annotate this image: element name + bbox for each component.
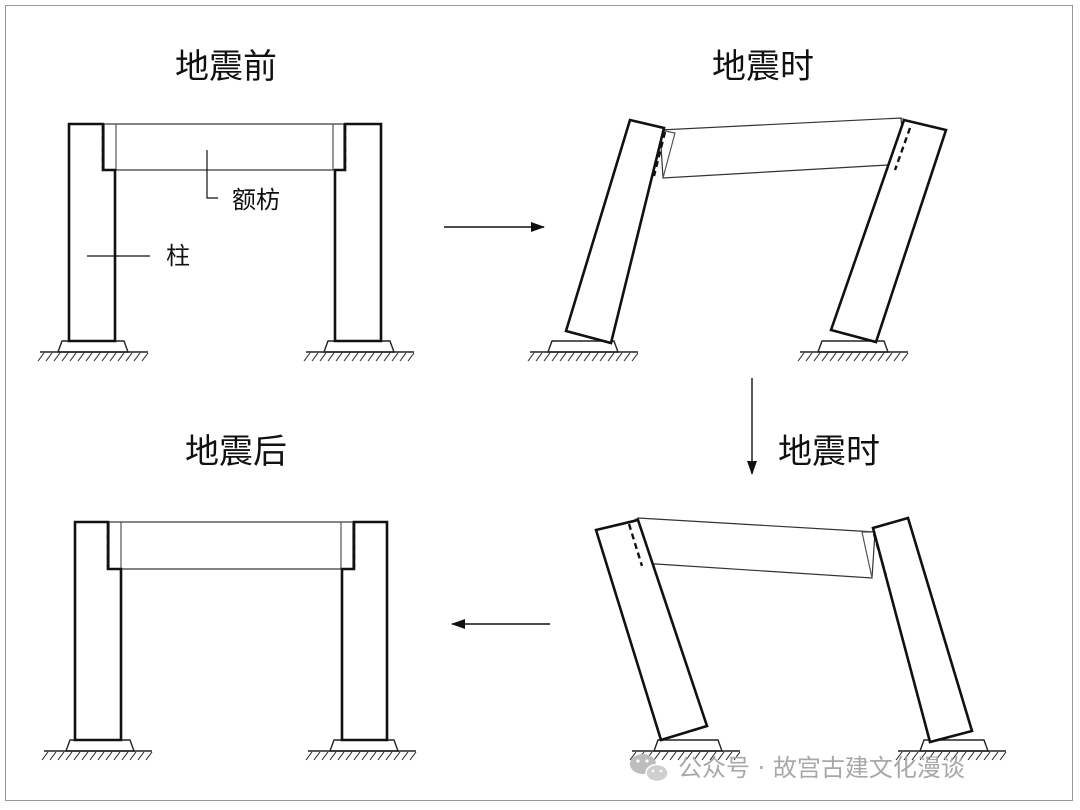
mortise-right-2 — [893, 127, 912, 171]
panel-during-1 — [527, 117, 948, 362]
ground-right-1 — [303, 340, 415, 362]
beam-3 — [637, 517, 876, 579]
beam-leader-line — [206, 150, 218, 199]
ground-left-2 — [527, 340, 639, 362]
column-right-4 — [340, 520, 389, 742]
ground-right-2 — [797, 340, 909, 362]
column-left-1 — [67, 122, 117, 343]
ground-right-4 — [305, 739, 417, 761]
ground-left-1 — [37, 340, 149, 362]
ground-right-3 — [895, 739, 1007, 761]
column-right-1 — [333, 122, 383, 343]
tenon-left-2 — [659, 129, 676, 179]
mortise-right-3 — [872, 533, 888, 577]
panel-after — [41, 520, 417, 761]
column-right-3 — [871, 516, 974, 744]
column-left-4 — [73, 520, 123, 742]
mortise-left-2 — [652, 131, 667, 177]
tenon-right-3 — [861, 531, 875, 579]
beam-4 — [108, 521, 354, 570]
ground-left-3 — [629, 739, 741, 761]
watermark: 公众号 · 故宫古建文化漫谈 — [630, 754, 965, 783]
title-during-2: 地震时 — [778, 432, 880, 472]
title-before: 地震前 — [175, 47, 277, 87]
title-during-1: 地震时 — [712, 47, 814, 87]
beam-label: 额枋 — [232, 186, 280, 214]
column-left-3 — [594, 518, 709, 742]
mortise-left-3 — [627, 523, 644, 567]
column-right-2 — [829, 118, 948, 344]
tenon-right-4 — [340, 521, 353, 569]
tenon-left-4 — [109, 521, 122, 569]
column-left-2 — [564, 118, 666, 345]
panel-during-2 — [594, 516, 1007, 761]
watermark-text: 公众号 · 故宫古建文化漫谈 — [678, 754, 965, 782]
beam-1 — [103, 123, 345, 171]
figure-frame — [5, 5, 1073, 801]
title-after: 地震后 — [185, 432, 287, 472]
tenon-left-1 — [104, 123, 117, 170]
ground-left-4 — [41, 739, 153, 761]
beam-2 — [659, 117, 906, 179]
column-label: 柱 — [166, 242, 190, 270]
wechat-icon — [630, 754, 669, 783]
panel-before: 额枋 柱 — [37, 122, 415, 362]
tenon-right-1 — [332, 123, 344, 170]
